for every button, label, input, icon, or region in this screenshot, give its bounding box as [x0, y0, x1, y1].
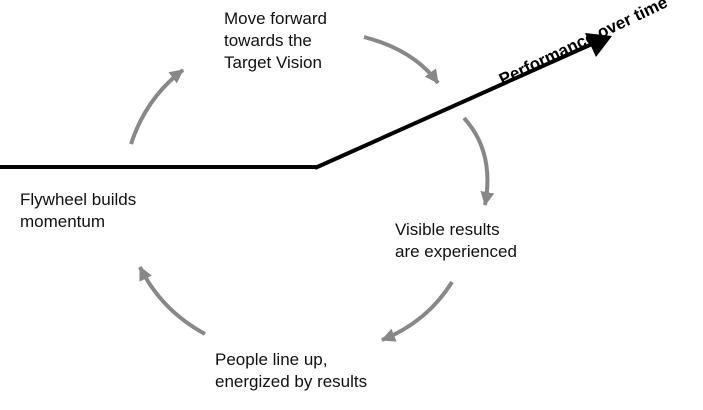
stage-flywheel-line2: momentum — [20, 212, 106, 231]
stage-visible-results-line1: Visible results — [395, 220, 500, 239]
cycle-arrow-to-move-forward — [129, 68, 185, 145]
stage-move-forward-line2: towards the — [224, 31, 312, 50]
stage-flywheel: Flywheel builds momentum — [20, 189, 136, 233]
performance-rising-line — [314, 42, 593, 170]
cycle-arrow-to-flywheel — [138, 266, 206, 336]
stage-people-line-up-line1: People line up, — [215, 350, 328, 369]
stage-people-line-up-line2: energized by results — [215, 372, 368, 391]
stage-move-forward-line3: Target Vision — [224, 53, 322, 72]
stage-visible-results: Visible results are experienced — [395, 219, 517, 263]
stage-move-forward: Move forward towards the Target Vision — [224, 8, 327, 74]
cycle-arrow-to-performance — [363, 35, 440, 85]
cycle-arrow-to-people-line-up — [381, 280, 454, 342]
stage-move-forward-line1: Move forward — [224, 9, 327, 28]
stage-people-line-up: People line up, energized by results — [215, 349, 367, 393]
cycle-arrow-to-visible-results — [462, 116, 495, 206]
performance-arrowhead — [585, 33, 612, 57]
stage-flywheel-line1: Flywheel builds — [20, 190, 137, 209]
stage-visible-results-line2: are experienced — [395, 242, 517, 261]
